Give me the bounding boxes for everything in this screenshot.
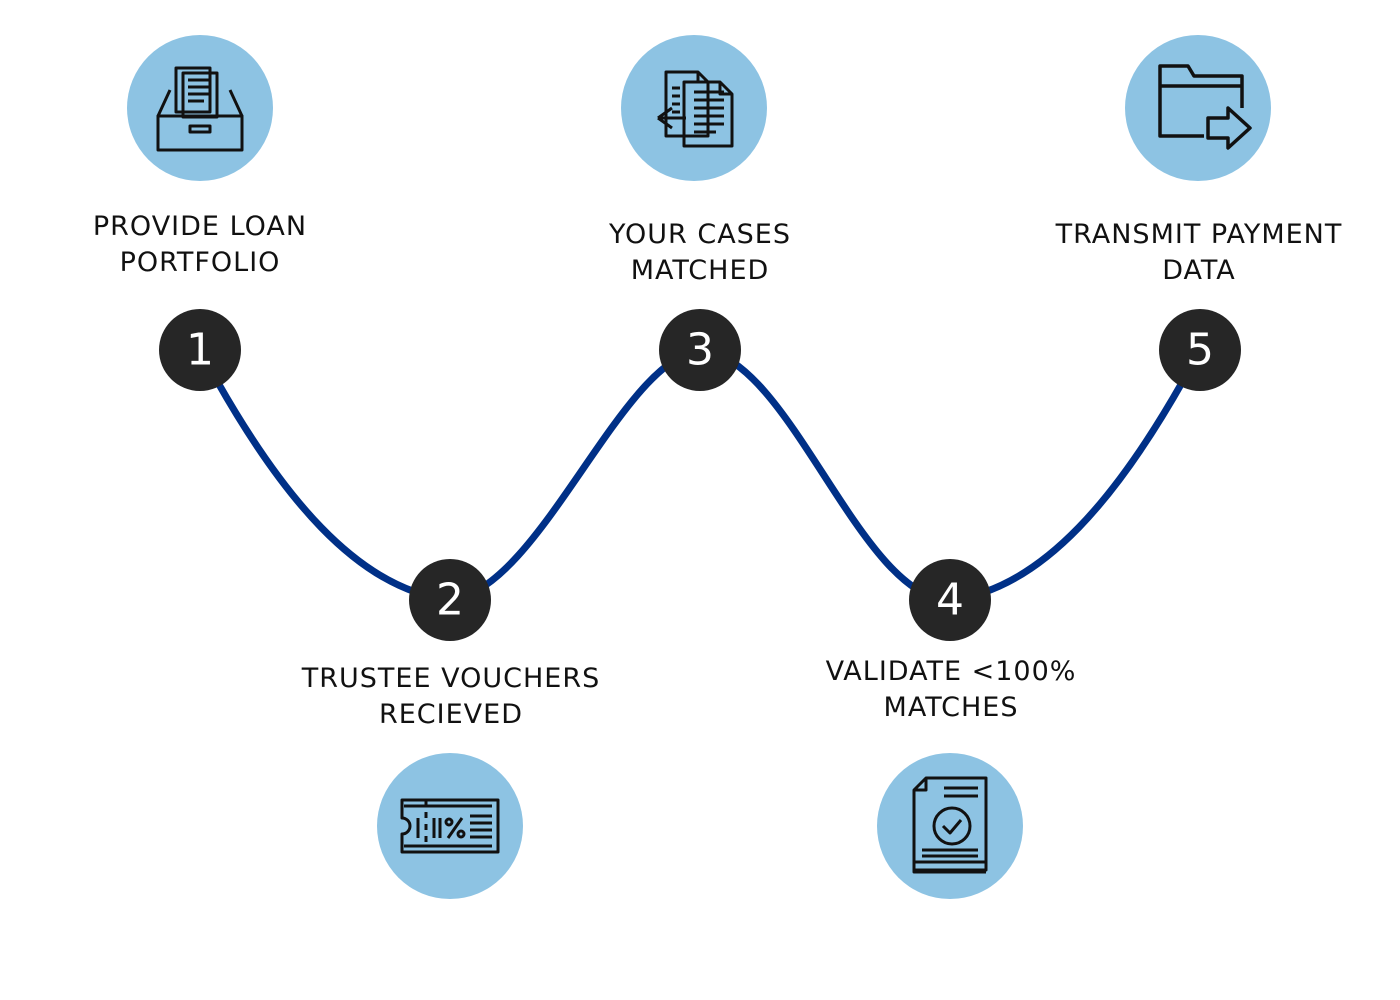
verified-document-icon <box>912 776 988 874</box>
step-4-label-line-2: MATCHES <box>883 692 1019 723</box>
step-3-node: 3 <box>659 309 741 391</box>
voucher-ticket-icon <box>400 798 500 854</box>
step-3-label-line-2: MATCHED <box>630 255 770 286</box>
step-4-label: VALIDATE <100% MATCHES <box>781 654 1121 726</box>
step-2-label-line-2: RECIEVED <box>378 699 523 730</box>
folder-transfer-icon <box>1158 64 1252 150</box>
step-5-number: 5 <box>1186 325 1214 376</box>
step-3-icon-group <box>621 35 767 181</box>
step-5-icon-group <box>1125 35 1271 181</box>
step-3-number: 3 <box>686 325 714 376</box>
step-5-icon-circle <box>1125 35 1271 181</box>
step-1-label-line-2: PORTFOLIO <box>119 247 281 278</box>
step-1-icon-group <box>127 35 273 181</box>
document-compare-icon <box>657 70 734 148</box>
step-3-label-line-1: YOUR CASES <box>608 219 792 250</box>
step-4-node: 4 <box>909 559 991 641</box>
file-drawer-icon <box>156 66 244 152</box>
step-4-icon-circle <box>877 753 1023 899</box>
step-1-number: 1 <box>186 325 214 376</box>
step-5-label: TRANSMIT PAYMENT DATA <box>1029 217 1369 289</box>
step-1-icon-circle <box>127 35 273 181</box>
step-3-label: YOUR CASES MATCHED <box>530 217 870 289</box>
step-2-icon-group <box>377 753 523 899</box>
step-2-label: TRUSTEE VOUCHERS RECIEVED <box>281 661 621 733</box>
step-4-label-line-1: VALIDATE <100% <box>825 656 1077 687</box>
step-2-number: 2 <box>436 575 464 626</box>
step-4-number: 4 <box>936 575 964 626</box>
step-4-icon-group <box>877 753 1023 899</box>
step-5-node: 5 <box>1159 309 1241 391</box>
step-5-label-line-2: DATA <box>1162 255 1236 286</box>
step-1-node: 1 <box>159 309 241 391</box>
step-5-label-line-1: TRANSMIT PAYMENT <box>1055 219 1343 250</box>
step-2-node: 2 <box>409 559 491 641</box>
step-1-label-line-1: PROVIDE LOAN <box>92 211 308 242</box>
step-2-label-line-1: TRUSTEE VOUCHERS <box>301 663 601 694</box>
step-1-label: PROVIDE LOAN PORTFOLIO <box>30 209 370 281</box>
